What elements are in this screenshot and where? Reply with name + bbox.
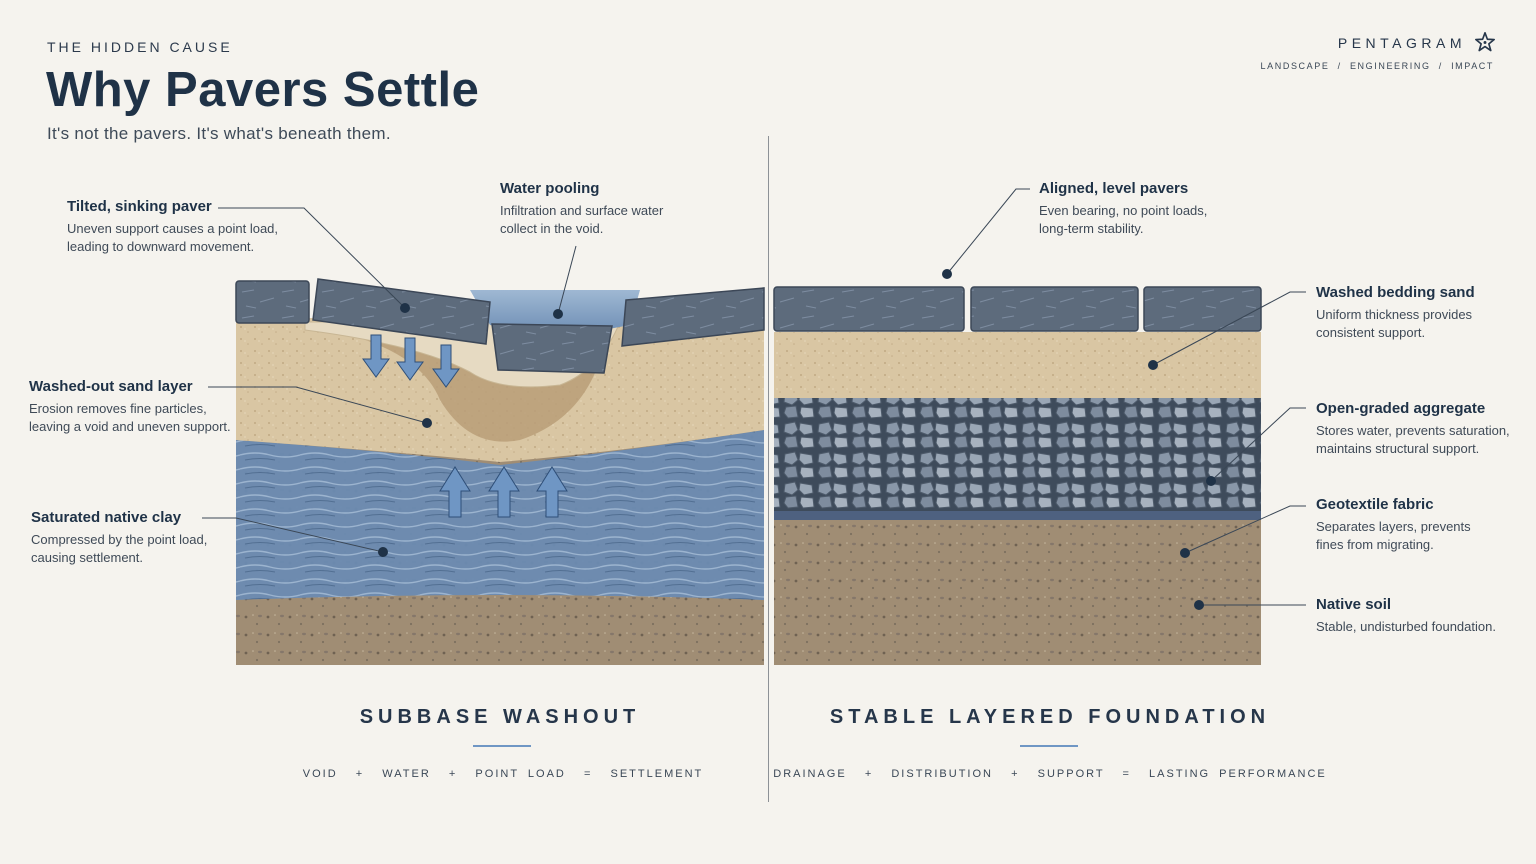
callout-desc: Compressed by the point load, causing se… (31, 532, 208, 565)
callout-desc: Uneven support causes a point load, lead… (67, 221, 279, 254)
callout-desc: Separates layers, prevents fines from mi… (1316, 519, 1471, 552)
right-formula: DRAINAGE + DISTRIBUTION + SUPPORT = LAST… (773, 768, 1327, 780)
callout-title: Tilted, sinking paver (67, 198, 212, 215)
left-title-underline (473, 745, 531, 747)
callout-desc: Stable, undisturbed foundation. (1316, 619, 1496, 634)
star-outline-icon (1475, 32, 1495, 52)
callout-desc: Even bearing, no point loads, long-term … (1039, 203, 1208, 236)
callout-title: Native soil (1316, 596, 1392, 613)
callout-title: Saturated native clay (31, 509, 182, 526)
eyebrow: THE HIDDEN CAUSE (47, 39, 233, 55)
callout-title: Washed bedding sand (1316, 284, 1475, 301)
callout-desc: Erosion removes fine particles, leaving … (29, 401, 231, 434)
callout-aligned-pavers: Aligned, level pavers Even bearing, no p… (1039, 180, 1207, 238)
callout-title: Geotextile fabric (1316, 496, 1434, 513)
left-panel-title: SUBBASE WASHOUT (359, 706, 641, 728)
brand-tagline: LANDSCAPE / ENGINEERING / IMPACT (1260, 61, 1494, 71)
page-subtitle: It's not the pavers. It's what's beneath… (47, 124, 391, 143)
brand-name: PENTAGRAM (1337, 35, 1466, 51)
panel-divider (768, 136, 769, 802)
callout-desc: Uniform thickness provides consistent su… (1316, 307, 1473, 340)
callout-title: Water pooling (500, 180, 600, 197)
callout-native-soil: Native soil Stable, undisturbed foundati… (1316, 596, 1496, 636)
callout-bedding-sand: Washed bedding sand Uniform thickness pr… (1316, 284, 1475, 342)
right-panel-title: STABLE LAYERED FOUNDATION (829, 706, 1271, 728)
right-title-underline (1020, 745, 1078, 747)
page-title: Why Pavers Settle (46, 63, 480, 117)
callout-geotextile: Geotextile fabric Separates layers, prev… (1316, 496, 1471, 554)
callout-water-pooling: Water pooling Infiltration and surface w… (500, 180, 663, 238)
callout-title: Open-graded aggregate (1316, 400, 1486, 417)
callout-desc: Infiltration and surface water collect i… (500, 203, 664, 236)
callout-washed-sand: Washed-out sand layer Erosion removes fi… (29, 378, 231, 436)
callout-title: Aligned, level pavers (1039, 180, 1189, 197)
left-cross-section (235, 278, 765, 665)
callout-tilted-paver: Tilted, sinking paver Uneven support cau… (67, 198, 278, 256)
callout-aggregate: Open-graded aggregate Stores water, prev… (1316, 400, 1510, 458)
callout-desc: Stores water, prevents saturation, maint… (1316, 423, 1510, 456)
right-cross-section (773, 286, 1262, 665)
callout-saturated-clay: Saturated native clay Compressed by the … (31, 509, 207, 567)
left-formula: VOID + WATER + POINT LOAD = SETTLEMENT (302, 768, 704, 780)
callout-title: Washed-out sand layer (29, 378, 193, 395)
